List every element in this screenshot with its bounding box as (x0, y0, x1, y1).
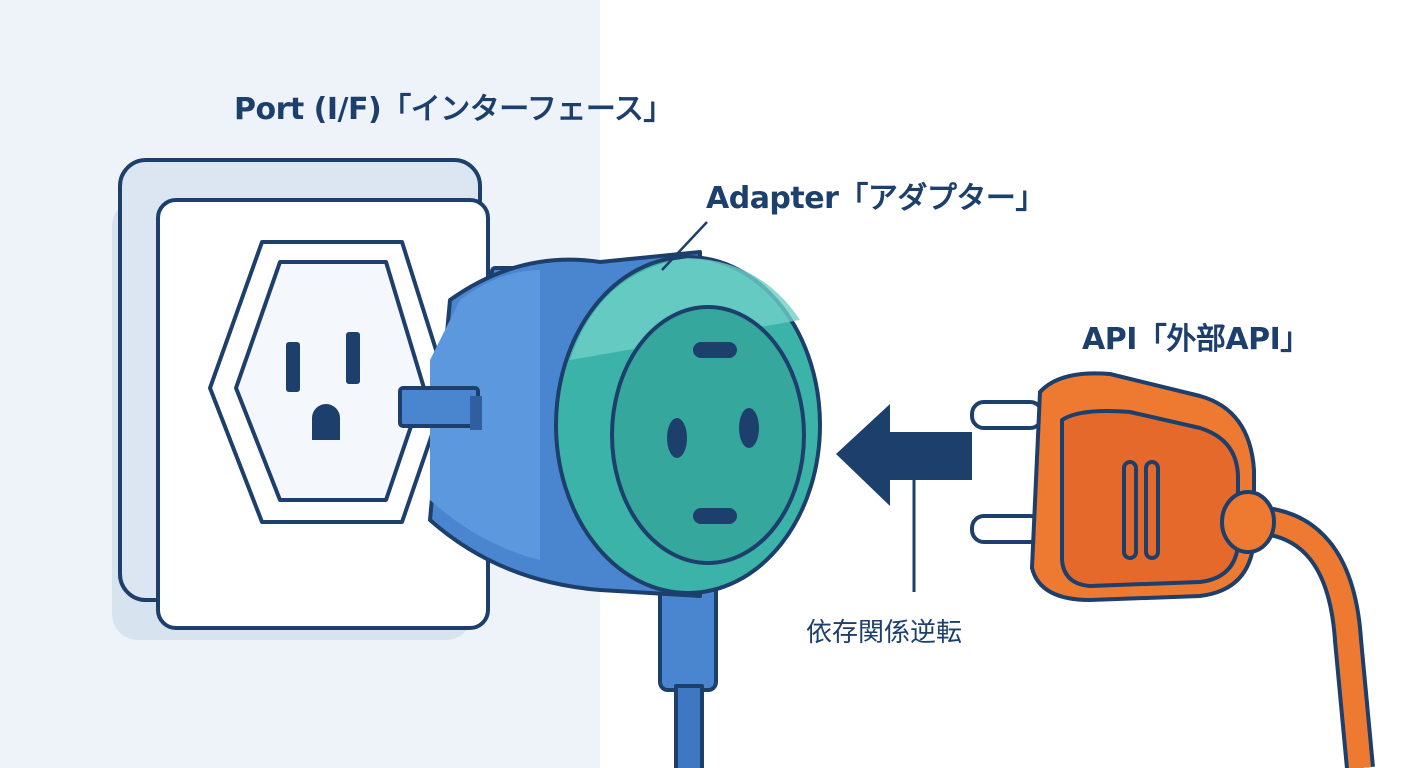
api-label: API「外部API」 (1082, 322, 1310, 357)
port-label: Port (I/F)「インターフェース」 (234, 92, 673, 127)
arrow-left-icon (836, 404, 972, 592)
power-plug-icon (970, 371, 1375, 768)
wall-outlet-icon (112, 158, 490, 640)
plug-adapter-icon (398, 250, 822, 768)
adapter-label: Adapter「アダプター」 (706, 181, 1045, 216)
adapter-leader-line (661, 221, 708, 271)
dependency-inversion-label: 依存関係逆転 (806, 618, 963, 648)
